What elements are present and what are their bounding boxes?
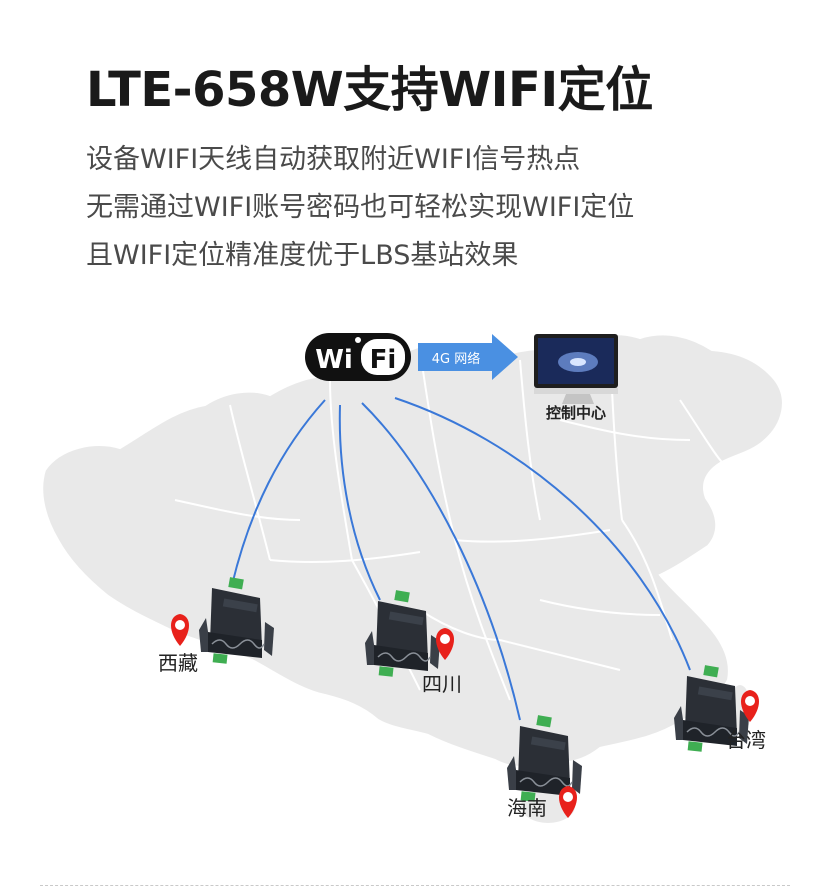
monitor-icon [534, 334, 618, 404]
wifi-logo-right-text: Fi [370, 345, 397, 375]
location-label-taiwan: 台湾 [726, 728, 766, 752]
feature-line-3: 且WIFI定位精准度优于LBS基站效果 [86, 240, 519, 271]
divider [40, 885, 790, 886]
device-xizang: 西藏 [158, 576, 275, 675]
feature-line-2: 无需通过WIFI账号密码也可轻松实现WIFI定位 [86, 192, 635, 223]
feature-line-1: 设备WIFI天线自动获取附近WIFI信号热点 [86, 144, 581, 175]
wireless-links [231, 397, 691, 721]
link-hainan [361, 402, 521, 721]
link-xizang [231, 399, 326, 586]
device-hainan: 海南 [506, 714, 583, 820]
network-arrow-label: 4G 网络 [432, 351, 480, 367]
device-taiwan: 台湾 [673, 664, 766, 753]
link-sichuan [338, 404, 381, 601]
link-taiwan [394, 397, 691, 671]
network-arrow: 4G 网络 [418, 334, 518, 380]
wifi-location-diagram: Wi Fi 4G 网络 控制中心 西藏 四川 [0, 300, 830, 860]
wifi-logo: Wi Fi [305, 333, 411, 381]
china-map [41, 333, 784, 825]
page-title: LTE-658W支持WIFI定位 [86, 62, 653, 118]
location-label-hainan: 海南 [507, 796, 547, 820]
control-center-label: 控制中心 [546, 404, 606, 422]
location-label-xizang: 西藏 [158, 651, 198, 675]
wifi-logo-left-text: Wi [315, 345, 353, 375]
device-sichuan: 四川 [364, 589, 462, 696]
location-label-sichuan: 四川 [422, 672, 462, 696]
